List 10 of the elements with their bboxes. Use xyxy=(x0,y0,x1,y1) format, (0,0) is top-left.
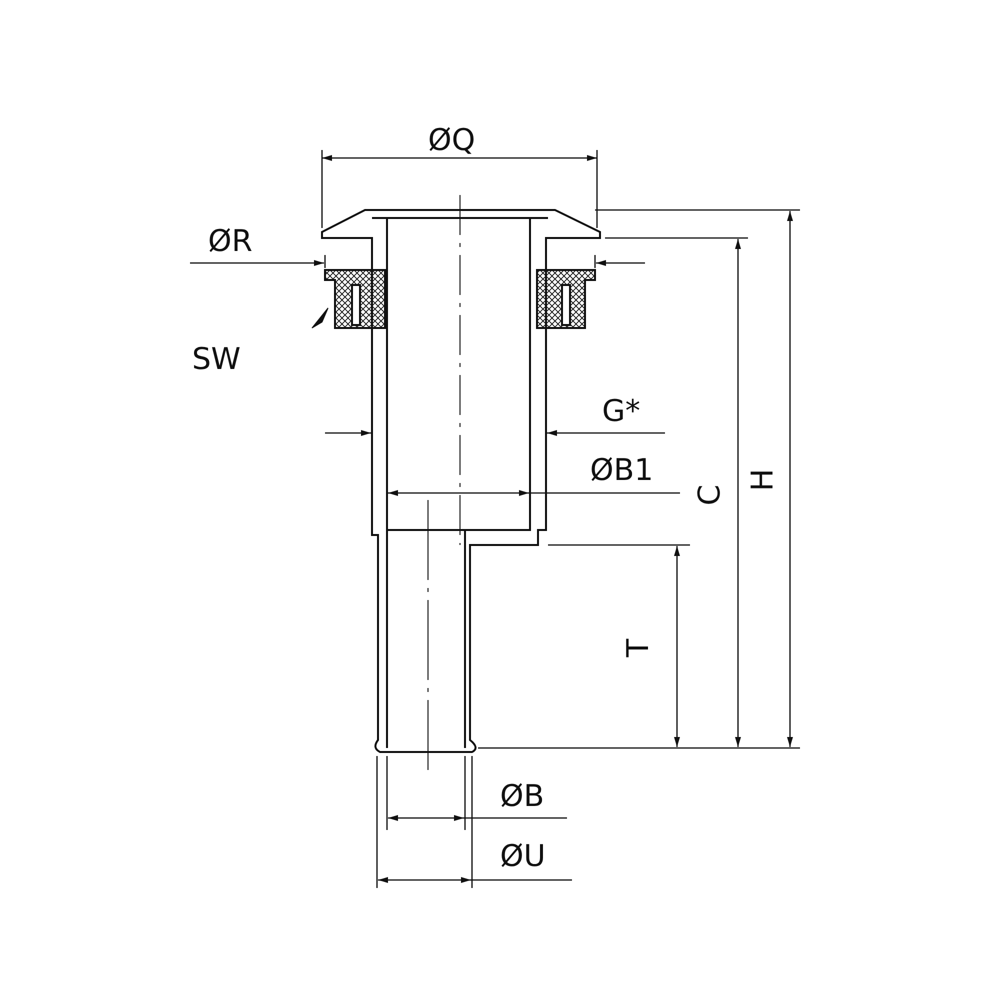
dimension-label: ØU xyxy=(500,842,546,872)
dimension-label: ØB1 xyxy=(590,456,654,486)
dimension-label: ØR xyxy=(208,227,252,257)
dimension-label: G* xyxy=(602,397,640,427)
dimension-label: C xyxy=(695,484,726,506)
dimension-label: T xyxy=(624,638,654,658)
dimension-label: H xyxy=(748,468,778,492)
dimension-label: ØB xyxy=(500,782,544,812)
dimension-label: SW xyxy=(192,345,241,375)
dimension-label: ØQ xyxy=(428,126,476,156)
